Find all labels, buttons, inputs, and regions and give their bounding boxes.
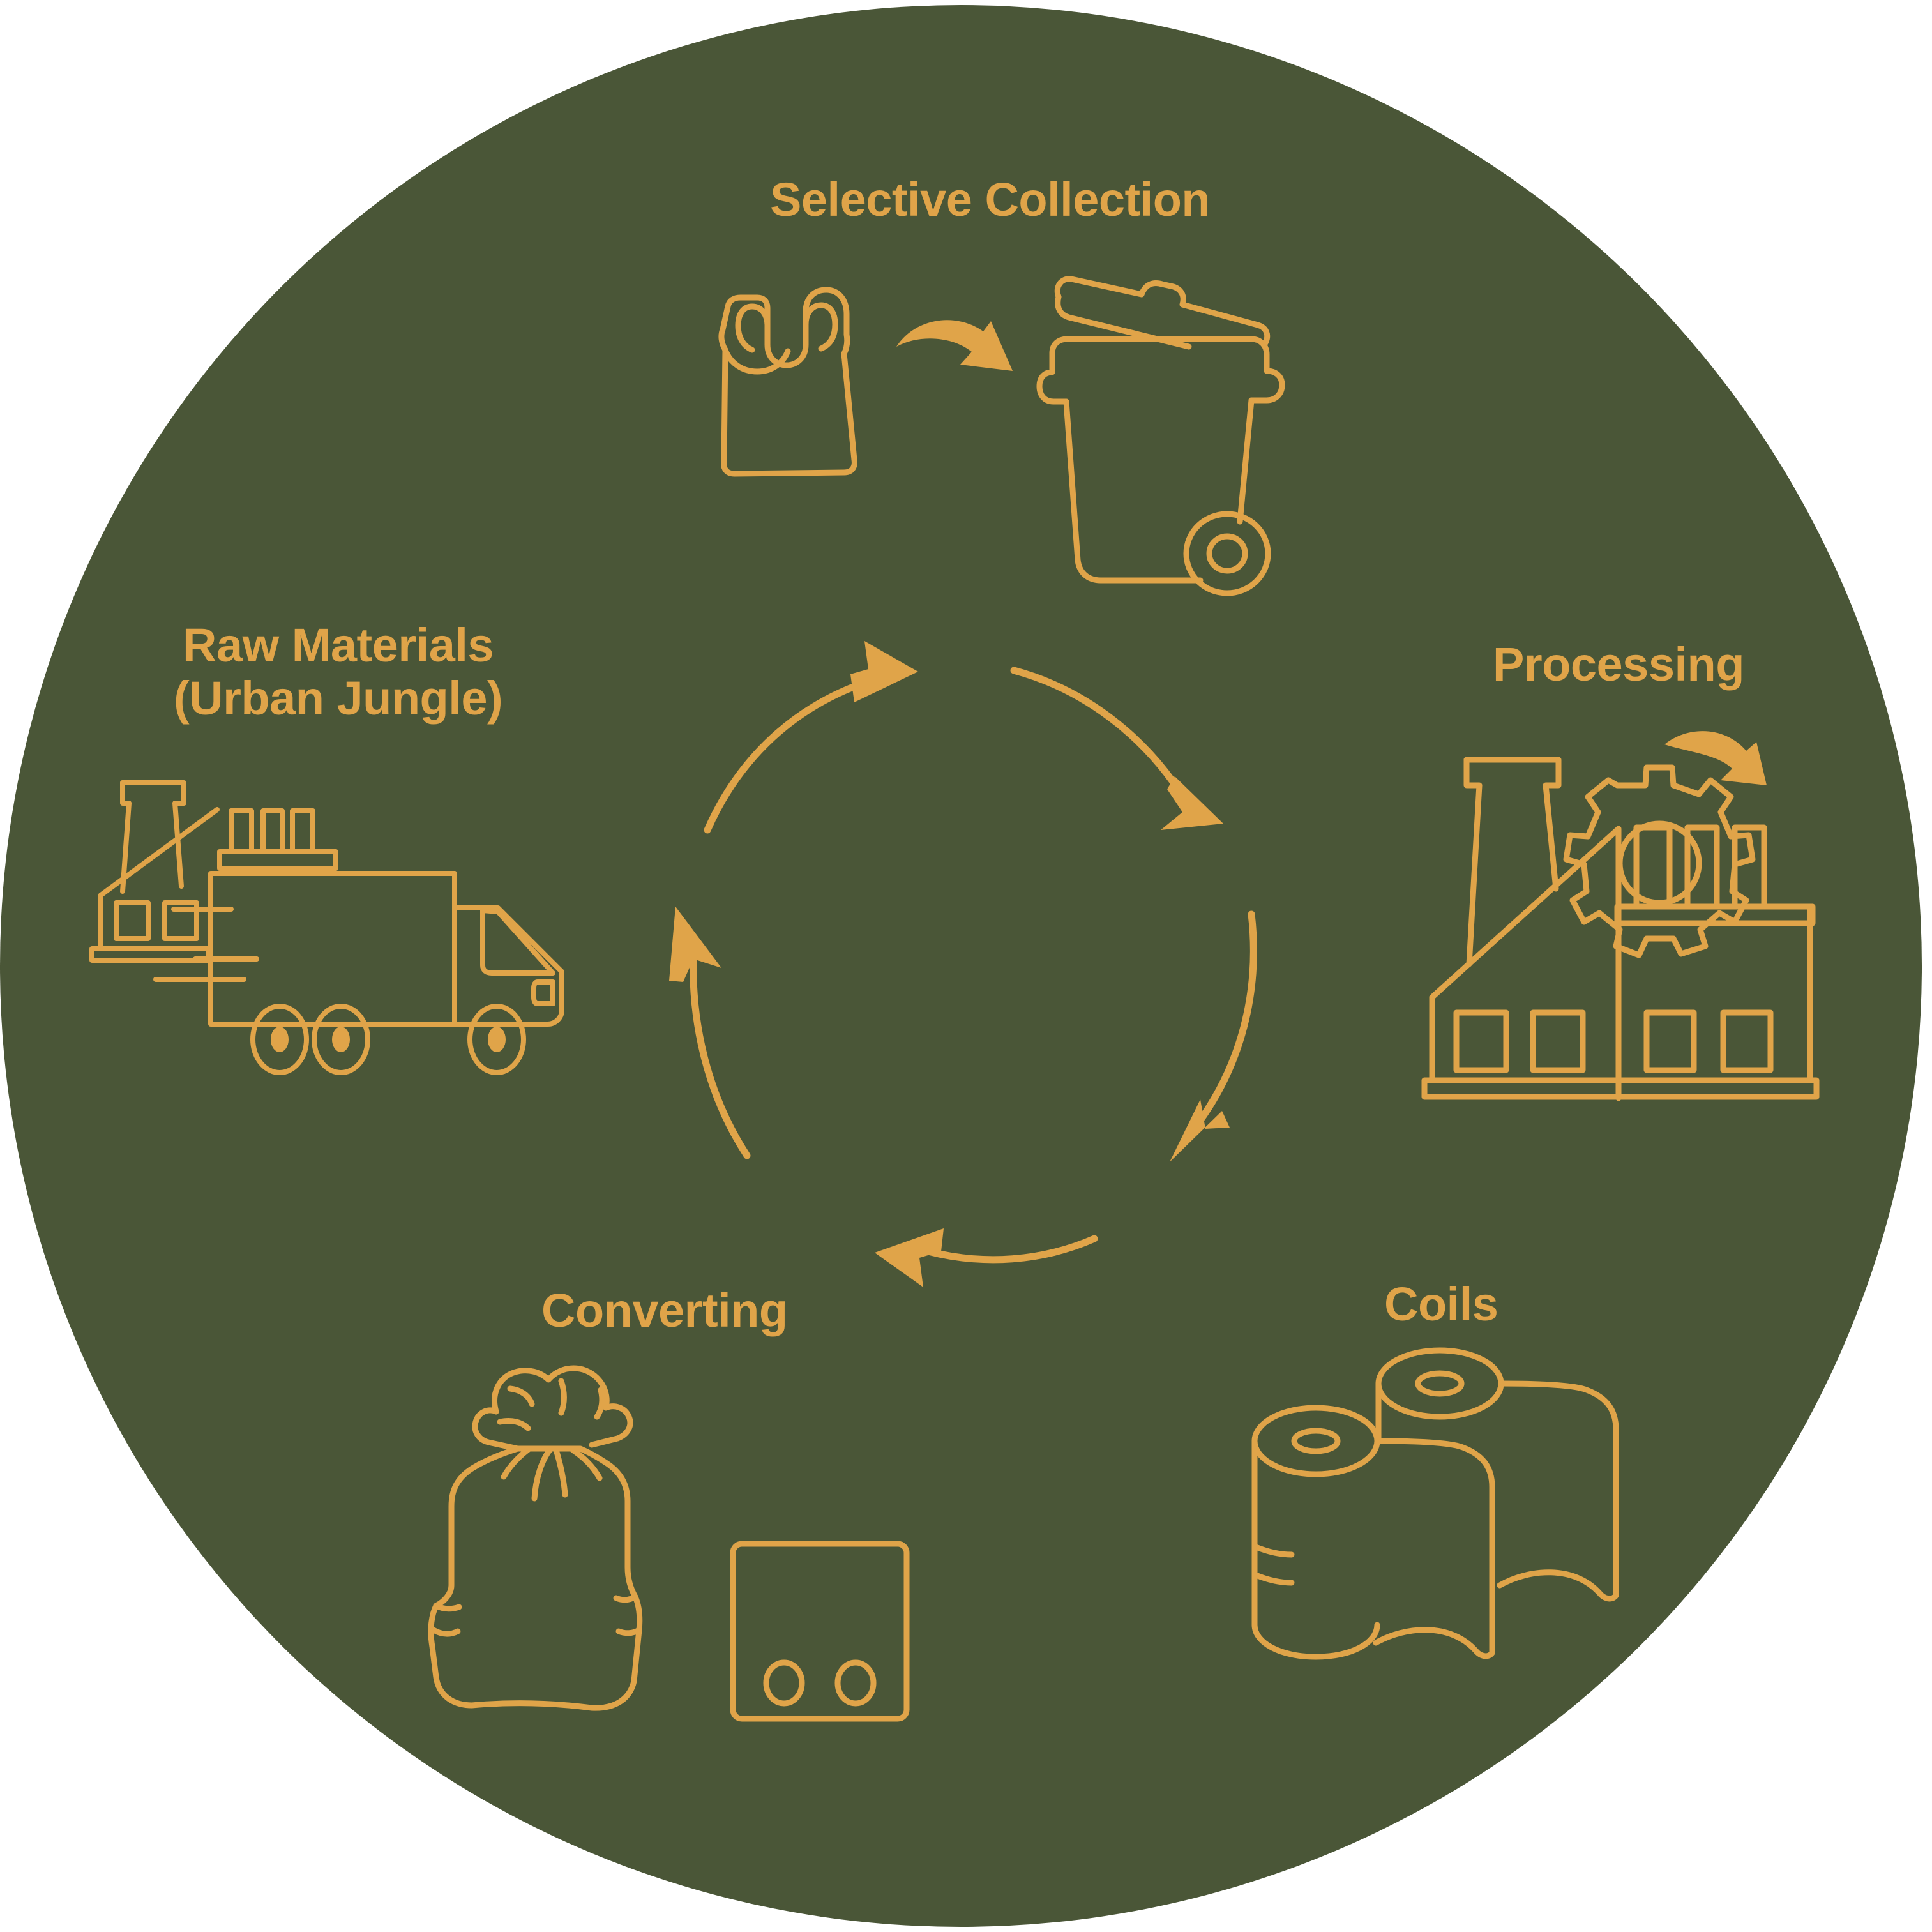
plastic-pouch-icon <box>730 1541 910 1722</box>
cycle-arrow-bottom-right <box>1170 910 1257 1162</box>
plastic-bag-icon <box>718 287 857 477</box>
garbage-truck-icon <box>153 871 564 1075</box>
cycle-arrow-left <box>669 907 751 1159</box>
film-rolls-icon <box>1251 1347 1619 1660</box>
stage-label-raw-materials: Raw Materials(Urban Jungle) <box>174 619 503 725</box>
stage-label-selective-collection: Selective Collection <box>770 173 1211 226</box>
stage-label-converting: Converting <box>541 1284 788 1337</box>
raw-materials-line-2: (Urban Jungle) <box>174 671 503 725</box>
wheelie-bin-icon <box>1036 276 1285 596</box>
cycle-arrow-top-right <box>1010 667 1223 830</box>
tied-trash-bag-icon <box>428 1365 643 1711</box>
cycle-arrow-top-left <box>704 641 918 834</box>
stage-label-processing: Processing <box>1493 638 1744 691</box>
factory-gear-icon <box>1421 731 1820 1101</box>
raw-materials-line-1: Raw Materials <box>183 619 494 672</box>
stage-label-coils: Coils <box>1384 1278 1498 1331</box>
cycle-arrow-bottom <box>875 1228 1098 1287</box>
cycle-arrows <box>669 641 1257 1287</box>
curved-arrow-icon-collection <box>896 320 1013 371</box>
